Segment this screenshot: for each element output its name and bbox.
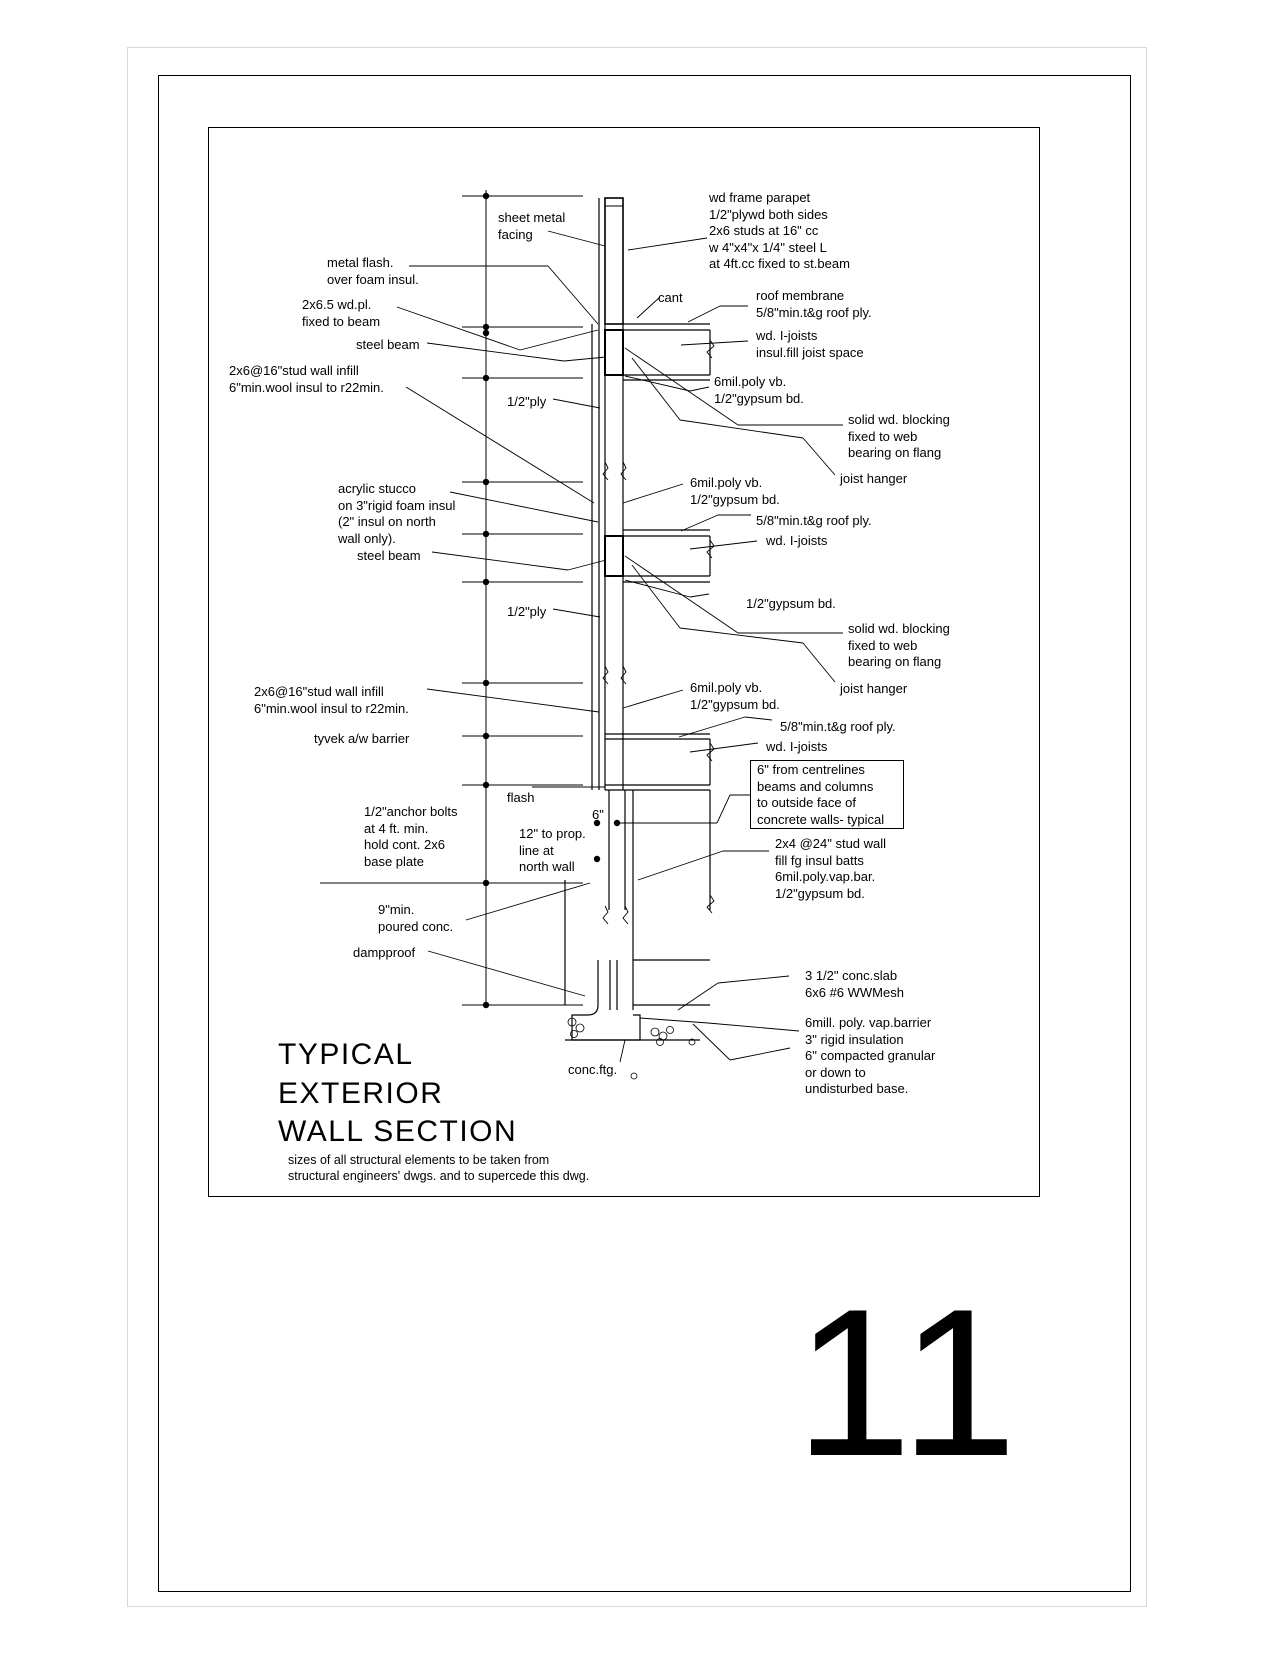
- label-solid-blocking-2: solid wd. blocking fixed to web bearing …: [848, 621, 950, 669]
- label-anchor-bolts: 1/2"anchor bolts at 4 ft. min. hold cont…: [364, 804, 458, 869]
- label-stud-wall-infill-1: 2x6@16"stud wall infill 6"min.wool insul…: [229, 363, 384, 395]
- label-roof-membrane: roof membrane 5/8"min.t&g roof ply.: [756, 288, 872, 320]
- floor-assemblies: [604, 323, 711, 791]
- label-stud-wall-2x4: 2x4 @24" stud wall fill fg insul batts 6…: [775, 836, 887, 901]
- gravel: [567, 1017, 696, 1080]
- structural-note: sizes of all structural elements to be t…: [288, 1153, 590, 1183]
- label-conc-ftg: conc.ftg.: [568, 1062, 618, 1077]
- label-twelve-to-prop: 12" to prop. line at north wall: [519, 826, 586, 874]
- label-conc-slab: 3 1/2" conc.slab 6x6 #6 WWMesh: [805, 968, 904, 1000]
- label-poly-gypsum-3: 6mil.poly vb. 1/2"gypsum bd.: [690, 680, 780, 712]
- level-ticks: [320, 195, 583, 1006]
- drawing-frame: [208, 127, 1040, 1197]
- label-acrylic-stucco: acrylic stucco on 3"rigid foam insul (2"…: [338, 481, 456, 546]
- label-half-ply-1: 1/2"ply: [507, 394, 547, 409]
- label-roof-ply-2: 5/8"min.t&g roof ply.: [756, 513, 872, 528]
- wall-lines: [591, 324, 624, 790]
- callout-centrelines: 6" from centrelines beams and columns to…: [750, 760, 904, 829]
- label-solid-blocking-1: solid wd. blocking fixed to web bearing …: [848, 412, 950, 460]
- break-marks: [602, 339, 715, 925]
- label-sheet-metal-facing: sheet metal facing: [498, 210, 566, 242]
- label-dampproof: dampproof: [353, 945, 416, 960]
- label-steel-beam-2: steel beam: [357, 548, 421, 563]
- leader-lines: [396, 230, 843, 1063]
- label-gypsum-2: 1/2"gypsum bd.: [746, 596, 836, 611]
- sheet-inner-border: [158, 75, 1131, 1592]
- label-stud-wall-infill-2: 2x6@16"stud wall infill 6"min.wool insul…: [254, 684, 409, 716]
- label-poured-conc: 9"min. poured conc.: [378, 902, 454, 934]
- label-tyvek: tyvek a/w barrier: [314, 731, 410, 746]
- label-half-ply-2: 1/2"ply: [507, 604, 547, 619]
- label-metal-flash: metal flash. over foam insul.: [327, 255, 419, 287]
- drawing-title: TYPICAL EXTERIOR WALL SECTION: [278, 1038, 518, 1148]
- sheet-number: 11: [795, 1265, 1021, 1500]
- foundation-wall: [564, 790, 711, 1041]
- label-joist-hanger-2: joist hanger: [840, 681, 908, 696]
- label-roof-ply-3: 5/8"min.t&g roof ply.: [780, 719, 896, 734]
- label-poly-gypsum-1: 6mil.poly vb. 1/2"gypsum bd.: [714, 374, 804, 406]
- label-poly-gypsum-2: 6mil.poly vb. 1/2"gypsum bd.: [690, 475, 780, 507]
- label-vap-barrier: 6mill. poly. vap.barrier 3" rigid insula…: [805, 1015, 936, 1096]
- label-flash: flash: [507, 790, 535, 805]
- label-joist-hanger-1: joist hanger: [840, 471, 908, 486]
- parapet: [604, 197, 624, 325]
- label-six-inch: 6": [592, 807, 604, 822]
- sheet-outer-border: [127, 47, 1147, 1607]
- label-cant: cant: [658, 290, 683, 305]
- label-wd-ijoists-2: wd. I-joists: [766, 533, 828, 548]
- label-wd-pl: 2x6.5 wd.pl. fixed to beam: [302, 297, 381, 329]
- label-wd-ijoists-3: wd. I-joists: [766, 739, 828, 754]
- label-wd-ijoists-1: wd. I-joists insul.fill joist space: [756, 328, 864, 360]
- label-steel-beam-1: steel beam: [356, 337, 420, 352]
- label-wd-frame-parapet: wd frame parapet 1/2"plywd both sides 2x…: [709, 190, 850, 271]
